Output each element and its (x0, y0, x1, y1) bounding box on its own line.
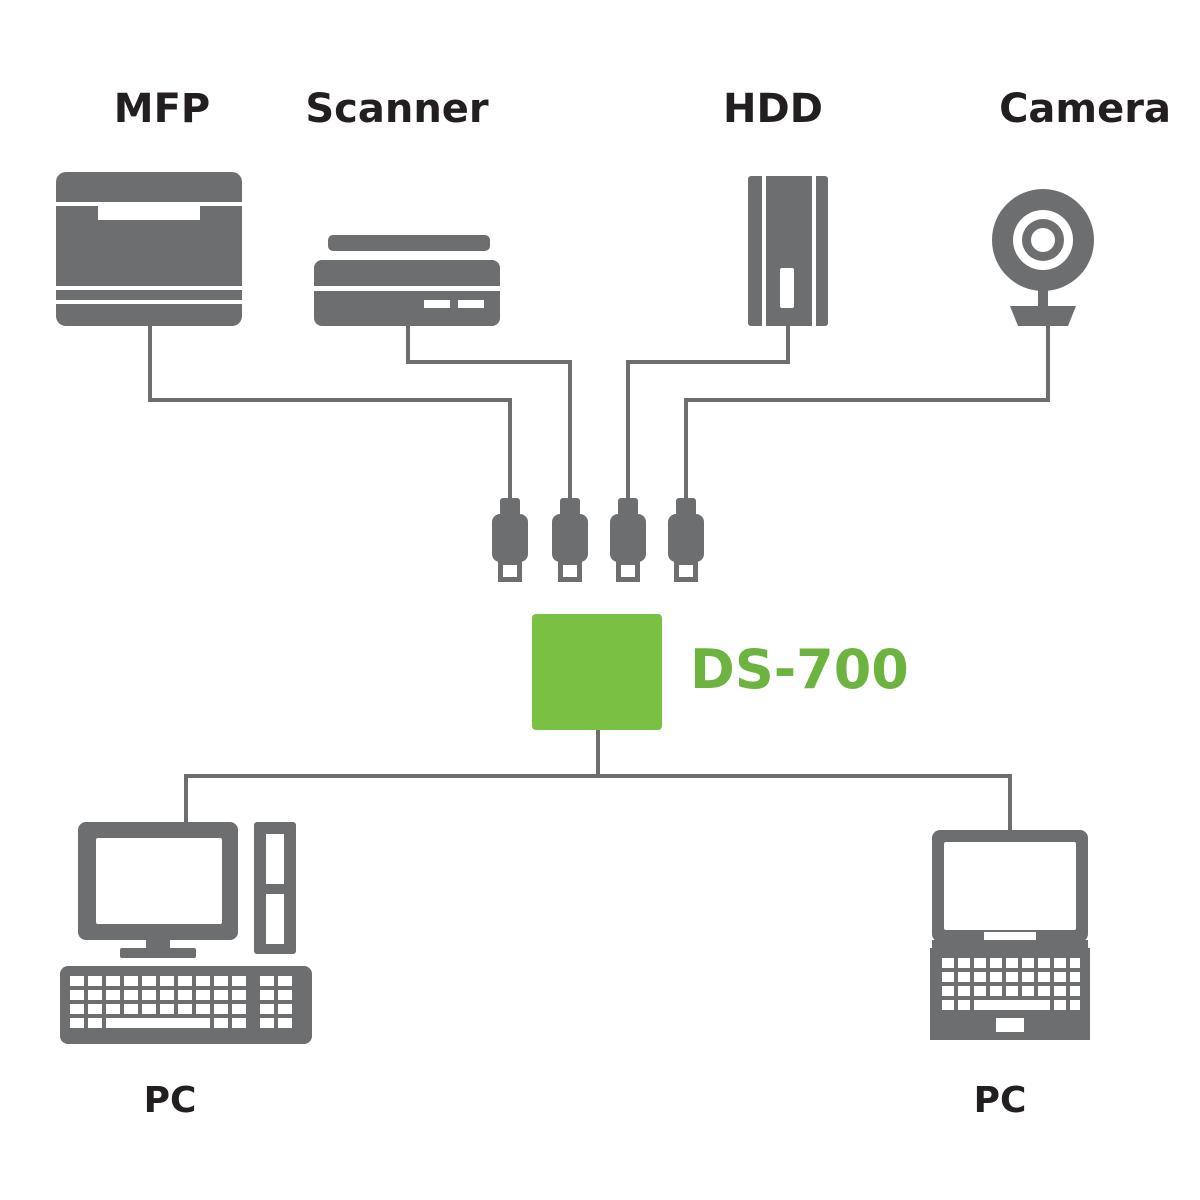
server-box (532, 614, 662, 730)
usb-plug-icon (610, 498, 646, 582)
scanner-cable (406, 326, 572, 500)
mfp-label: MFP (114, 86, 210, 132)
server-label: DS-700 (690, 638, 909, 701)
pc-left-label: PC (144, 1080, 197, 1121)
camera-label: Camera (999, 86, 1171, 132)
scanner-label: Scanner (305, 86, 489, 132)
hdd-cable (626, 326, 790, 500)
usb-plug-icon (492, 498, 528, 582)
usb-plug-icon (668, 498, 704, 582)
webcam-icon (992, 189, 1094, 326)
desktop-computer-icon (60, 822, 312, 1044)
pc-right-label: PC (974, 1080, 1027, 1121)
scanner-icon (314, 235, 500, 326)
hdd-label: HDD (723, 86, 823, 132)
camera-cable (684, 326, 1050, 500)
usb-plug-icon (552, 498, 588, 582)
hard-drive-icon (748, 176, 828, 326)
printer-icon (56, 172, 242, 326)
laptop-icon (930, 830, 1090, 1040)
lan-cable-left (184, 774, 1012, 834)
mfp-cable (148, 326, 512, 500)
